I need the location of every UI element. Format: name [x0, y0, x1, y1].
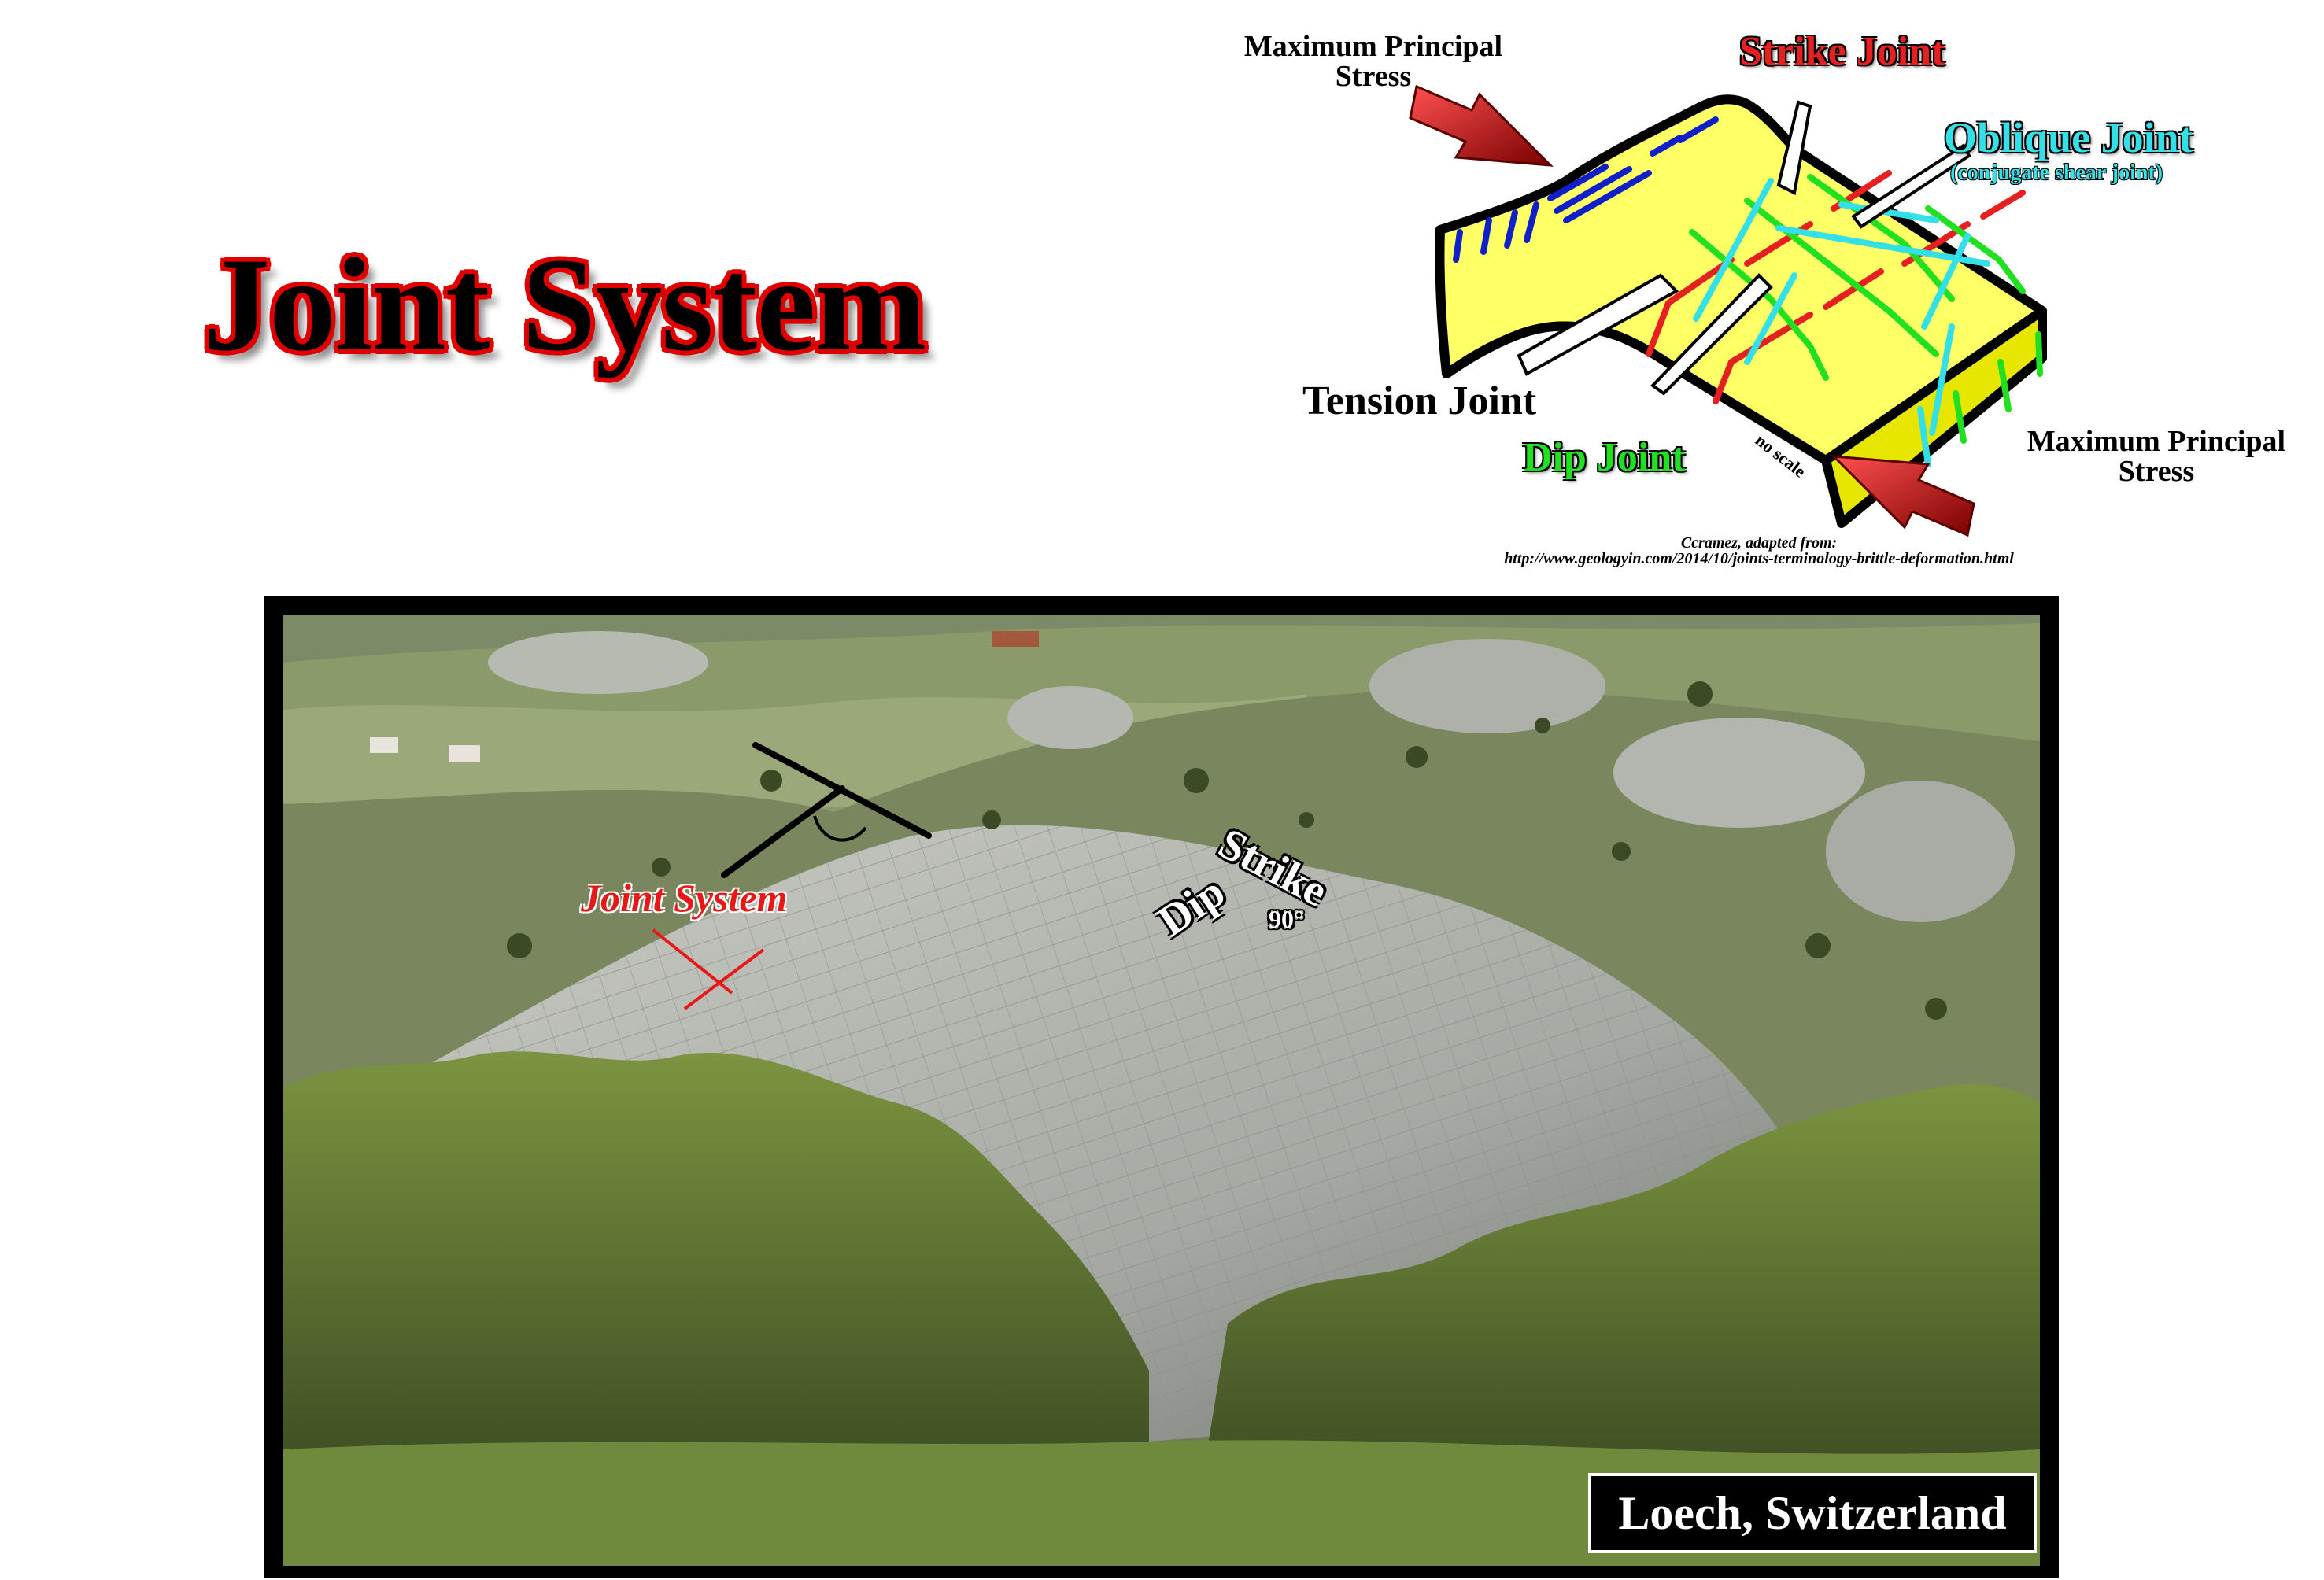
strike-pointer [1776, 100, 1812, 195]
landscape-illustration [283, 615, 2040, 1566]
stress-arrow-top-icon [1409, 84, 1554, 167]
photo-angle-label: 90° [1269, 905, 1304, 933]
oblique-pointer [1851, 143, 1971, 229]
strike-joint-label: Strike Joint [1739, 29, 1945, 74]
joint-block-diagram [1409, 84, 2047, 537]
dip-pointer [1650, 273, 1773, 396]
oblique-joint-label: Oblique Joint [1944, 114, 2193, 161]
oblique-joints [1693, 178, 1990, 467]
oblique-joint-sublabel: (conjugate shear joint) [1950, 161, 2163, 185]
tension-joint-label: Tension Joint [1302, 378, 1537, 423]
photo-joint-system-label: Joint System [581, 876, 788, 920]
photo-caption: Loech, Switzerland [1588, 1473, 2037, 1553]
diagram-credit: Ccramez, adapted from: http://www.geolog… [1504, 534, 2014, 567]
dip-joint-label: Dip Joint [1523, 435, 1686, 480]
dip-joints [1689, 174, 2043, 444]
angle-arc [813, 815, 867, 842]
joint-system-marker [652, 928, 765, 1010]
tension-joints [1453, 116, 1719, 263]
stress-label-bottom: Maximum Principal Stress [2027, 425, 2286, 488]
stress-arrow-bottom-icon [1831, 455, 1975, 537]
tension-pointer [1517, 273, 1679, 376]
strike-dip-marker [721, 742, 932, 878]
stress-label-top: Maximum Principal Stress [1243, 30, 1503, 93]
page-title: Joint System [203, 231, 926, 378]
landscape-photo [283, 615, 2040, 1566]
